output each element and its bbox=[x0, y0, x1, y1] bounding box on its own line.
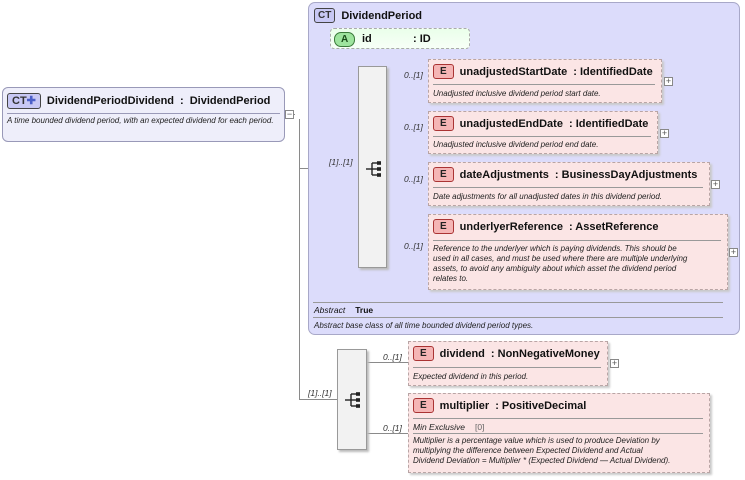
occurrence-el4: 0..[1] bbox=[404, 241, 423, 251]
element-unadjusted-end-date[interactable]: E unadjustedEndDate : IdentifiedDate Una… bbox=[428, 111, 658, 154]
element-date-adjustments[interactable]: E dateAdjustments : BusinessDayAdjustmen… bbox=[428, 162, 710, 206]
element-description: Date adjustments for all unadjusted date… bbox=[433, 192, 663, 201]
attribute-id[interactable]: A id : ID bbox=[330, 28, 470, 49]
facet-label: Min Exclusive bbox=[413, 422, 465, 432]
element-name: multiplier bbox=[439, 399, 490, 412]
abstract-value: True bbox=[355, 305, 374, 315]
element-type: : IdentifiedDate bbox=[573, 65, 653, 78]
connector-main-down bbox=[299, 119, 300, 399]
element-name: dateAdjustments bbox=[459, 168, 549, 181]
occurrence-el2: 0..[1] bbox=[404, 122, 423, 132]
element-description: Unadjusted inclusive dividend period sta… bbox=[433, 89, 601, 98]
element-unadjusted-start-date[interactable]: E unadjustedStartDate : IdentifiedDate U… bbox=[428, 59, 662, 103]
connector-seq2-el2 bbox=[367, 433, 408, 434]
connector-seq2-el1 bbox=[367, 362, 408, 363]
element-tag: E bbox=[433, 219, 454, 234]
complex-type-icon: CT✚ bbox=[7, 93, 41, 109]
occurrence-el1: 0..[1] bbox=[404, 70, 423, 80]
complex-type-tag: CT bbox=[314, 8, 336, 23]
sequence-compositor-base[interactable] bbox=[358, 66, 387, 268]
element-dividend[interactable]: E dividend : NonNegativeMoney Expected d… bbox=[408, 341, 608, 386]
sequence-compositor-extension[interactable] bbox=[337, 349, 367, 450]
element-type: : NonNegativeMoney bbox=[490, 347, 600, 360]
main-type-base: DividendPeriod bbox=[189, 95, 271, 107]
abstract-label: Abstract bbox=[314, 305, 346, 315]
occurrence-el3: 0..[1] bbox=[404, 174, 423, 184]
main-type-name: DividendPeriodDividend bbox=[46, 95, 175, 107]
occurrence-multiplier: 0..[1] bbox=[383, 423, 402, 433]
element-description: Expected dividend in this period. bbox=[413, 372, 529, 381]
connector-to-ext-seq bbox=[299, 399, 337, 400]
element-tag: E bbox=[433, 116, 454, 131]
element-tag: E bbox=[413, 346, 434, 361]
attribute-tag: A bbox=[334, 32, 356, 47]
attribute-type: : ID bbox=[413, 33, 431, 45]
main-complex-type[interactable]: CT✚ DividendPeriodDividend : DividendPer… bbox=[2, 87, 285, 142]
sequence-compositor-icon bbox=[345, 392, 360, 408]
element-type: : PositiveDecimal bbox=[495, 399, 587, 412]
expand-toggle-el2[interactable]: + bbox=[660, 128, 669, 138]
element-name: underlyerReference bbox=[459, 220, 563, 233]
expand-toggle-el4[interactable]: + bbox=[729, 247, 738, 257]
expand-toggle-el1[interactable]: + bbox=[664, 76, 673, 86]
element-tag: E bbox=[413, 398, 434, 413]
occurrence-dividend: 0..[1] bbox=[383, 352, 402, 362]
connector-to-base bbox=[299, 168, 308, 169]
element-name: unadjustedStartDate bbox=[459, 65, 568, 78]
ext-sequence-occurrence: [1]..[1] bbox=[308, 388, 332, 398]
element-description: Unadjusted inclusive dividend period end… bbox=[433, 140, 599, 149]
element-multiplier[interactable]: E multiplier : PositiveDecimal Min Exclu… bbox=[408, 393, 710, 473]
element-type: : IdentifiedDate bbox=[568, 117, 649, 130]
element-name: dividend bbox=[439, 347, 485, 360]
expand-toggle-dividend[interactable]: + bbox=[610, 358, 619, 368]
facet-value: [0] bbox=[474, 422, 485, 432]
main-type-sep: : bbox=[180, 95, 184, 107]
main-type-description: A time bounded dividend period, with an … bbox=[7, 116, 274, 125]
attribute-name: id bbox=[362, 33, 372, 45]
expand-toggle-el3[interactable]: + bbox=[711, 179, 720, 189]
element-tag: E bbox=[433, 64, 454, 79]
sequence-occurrence: [1]..[1] bbox=[329, 157, 353, 167]
element-name: unadjustedEndDate bbox=[459, 117, 563, 130]
element-type: : AssetReference bbox=[569, 220, 659, 233]
base-type-name: DividendPeriod bbox=[341, 9, 423, 22]
element-description: Multiplier is a percentage value which i… bbox=[413, 436, 671, 465]
element-underlyer-reference[interactable]: E underlyerReference : AssetReference Re… bbox=[428, 214, 728, 290]
sequence-compositor-icon bbox=[366, 161, 381, 177]
element-type: : BusinessDayAdjustments bbox=[554, 168, 698, 181]
base-type-description: Abstract base class of all time bounded … bbox=[314, 321, 534, 330]
element-tag: E bbox=[433, 167, 454, 182]
element-description: Reference to the underlyer which is payi… bbox=[433, 244, 688, 283]
collapse-toggle-main[interactable]: − bbox=[285, 109, 294, 119]
